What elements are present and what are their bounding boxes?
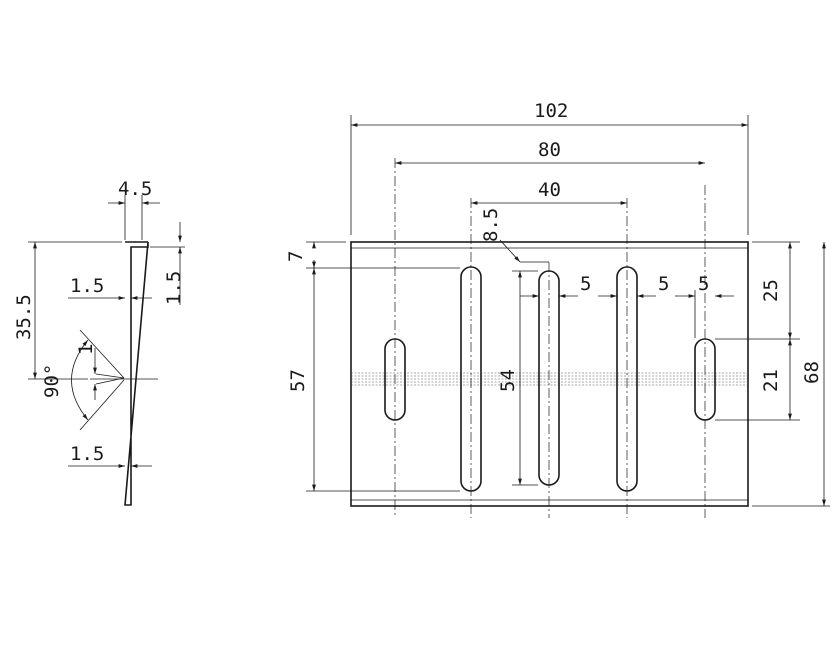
notch-band — [351, 372, 748, 386]
dim-overall-height: 68 — [801, 361, 823, 384]
dim-top-margin: 7 — [285, 251, 307, 262]
dim-short-slot-length: 21 — [760, 369, 782, 392]
dim-overall-width: 102 — [534, 100, 568, 122]
dim-top-width: 4.5 — [118, 178, 152, 200]
dim-long-slot-length: 57 — [287, 369, 309, 392]
dim-slot-width-c: 5 — [698, 273, 709, 295]
dim-mid-slot-length: 54 — [497, 369, 519, 392]
dim-slot-offset: 8.5 — [480, 208, 502, 242]
dim-outer-slot-pitch: 80 — [538, 139, 561, 161]
dim-slot-width-a: 5 — [580, 273, 591, 295]
dim-height: 35.5 — [13, 294, 35, 340]
plate-outline — [350, 241, 749, 507]
dim-slot-width-b: 5 — [658, 273, 669, 295]
dim-angle: 90° — [41, 364, 63, 398]
dim-thickness-lower: 1.5 — [70, 443, 104, 465]
side-profile — [124, 241, 149, 506]
dim-slot-top: 25 — [760, 279, 782, 302]
side-view: 4.5 35.5 1.5 1.5 1.5 1 90° — [13, 178, 185, 506]
dim-lip: 1.5 — [163, 271, 185, 305]
dim-thickness-upper: 1.5 — [70, 275, 104, 297]
front-view: 102 80 40 8.5 5 5 5 7 57 — [285, 100, 830, 518]
dim-inner-slot-pitch: 40 — [538, 179, 561, 201]
